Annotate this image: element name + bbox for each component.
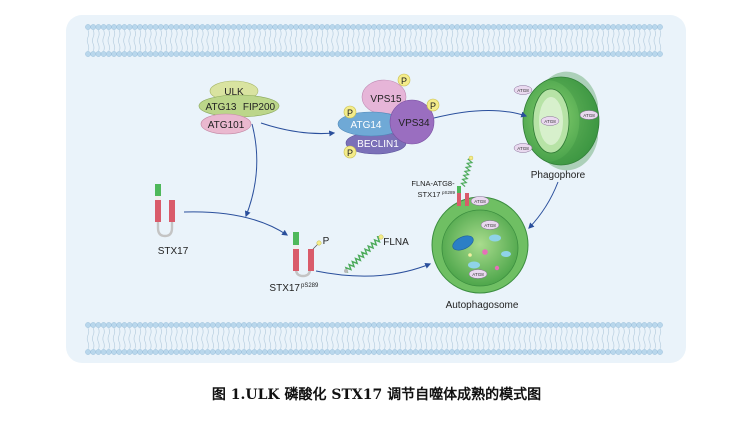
figure-caption: 图 1.ULK 磷酸化 STX17 调节自噬体成熟的模式图 [211, 387, 542, 403]
vps34-phospho-dot [426, 98, 440, 112]
stx17-loop [156, 205, 174, 238]
fip200-label: FIP200 [243, 102, 276, 113]
atg14-phospho-dot [343, 105, 357, 119]
stx17p-red-domain-right [308, 249, 314, 271]
stx17-red-domain-left [155, 200, 161, 222]
atg14-p-label: P [347, 108, 353, 118]
flna-atg8-stx17-complex: FLNA-ATG8- STX17 pS289 [411, 155, 474, 206]
stx17p-superscript: pS289 [301, 283, 319, 289]
atg8-marker [540, 116, 560, 126]
flna-label: FLNA [383, 237, 409, 248]
phagophore: ATG8 ATG8 ATG8 ATG8 Phagophore [513, 71, 600, 181]
autophagosome-cargo [452, 234, 511, 271]
vps15-p-label: P [401, 76, 407, 86]
bound-flna-filament [460, 157, 474, 188]
stx17p-loop [294, 255, 312, 278]
stx17p-green-domain [293, 232, 299, 245]
pathway-arrows [183, 110, 559, 277]
stx17-label: STX17 [158, 246, 189, 257]
phagophore-label: Phagophore [531, 170, 586, 181]
atg14-label: ATG14 [351, 120, 382, 131]
atg101-label: ATG101 [208, 120, 245, 131]
complex-label-line1: FLNA-ATG8- [411, 179, 455, 188]
stx17p-p-label: P [323, 236, 330, 247]
beclin1-label: BECLIN1 [357, 139, 399, 150]
stx17: STX17 [155, 184, 189, 257]
plasma-membrane-top [85, 24, 663, 57]
vps34-complex: P P P P VPS15 ATG14 VPS34 BECLIN1 [337, 73, 440, 159]
atg8-marker [579, 110, 599, 120]
vps34-p-label: P [430, 101, 436, 111]
flna-filament [344, 236, 382, 273]
atg8-label: ATG8 [517, 88, 529, 93]
complex-label-line2: STX17 [418, 190, 441, 199]
stx17-phosphorylated: P STX17 pS289 [269, 232, 330, 294]
atg8-marker [513, 143, 533, 153]
protein-cargo [494, 265, 500, 271]
vesicle-cargo [468, 261, 480, 269]
complex-label-superscript: pS289 [442, 190, 456, 195]
atg8-marker [480, 220, 500, 230]
stx17p-label: STX17 [269, 283, 300, 294]
atg8-label: ATG8 [474, 199, 486, 204]
stx17p-phospho-dot [316, 240, 322, 246]
atg101-oval [200, 113, 252, 135]
arrow-stx17p-to-autophagosome [315, 262, 432, 277]
atg8-label: ATG8 [517, 146, 529, 151]
beclin1-p-label: P [347, 148, 353, 158]
vesicle-cargo [489, 234, 501, 242]
arrow-phagophore-to-autophagosome [528, 181, 559, 229]
flna-end-dot [344, 269, 348, 273]
arrow-stx17-phosphorylation [183, 211, 288, 236]
vps34-shape [389, 99, 435, 145]
atg8-marker [468, 269, 488, 279]
ulk-complex: ULK ATG13 FIP200 ATG101 [198, 80, 280, 135]
autophagosome-label: Autophagosome [446, 300, 519, 311]
atg8-label: ATG8 [484, 223, 496, 228]
atg8-marker [513, 85, 533, 95]
arrow-ulk-to-vps34 [260, 122, 336, 137]
autophagosome-lumen [441, 209, 519, 287]
atg13-label: ATG13 [206, 102, 237, 113]
flna-end-dot [378, 234, 384, 240]
mitochondrion-cargo [452, 235, 474, 251]
arrow-vps34-to-phagophore [433, 110, 528, 119]
bound-stx17-red-right [465, 193, 469, 206]
protein-cargo [468, 253, 472, 257]
autophagosome: ATG8 ATG8 ATG8 Autophagosome [431, 196, 529, 311]
atg8-marker [470, 196, 490, 206]
stx17p-red-domain-left [293, 249, 299, 271]
atg8-label: ATG8 [472, 272, 484, 277]
phagophore-cup-shadow [547, 71, 598, 171]
atg8-label: ATG8 [583, 113, 595, 118]
stx17-linker [155, 196, 161, 200]
bound-stx17-green [457, 186, 461, 193]
atg8-label: ATG8 [544, 119, 556, 124]
stx17p-linker [293, 245, 299, 249]
plasma-membrane-bottom [85, 322, 663, 355]
flna: FLNA [344, 234, 409, 273]
protein-cargo [482, 249, 488, 255]
beclin1-phospho-dot [343, 145, 357, 159]
vps15-phospho-dot [397, 73, 411, 87]
bound-stx17-red-left [457, 193, 461, 206]
stx17-green-domain [155, 184, 161, 196]
stx17-red-domain-right [169, 200, 175, 222]
bound-flna-end-dot [468, 155, 474, 161]
vesicle-cargo [501, 251, 511, 257]
vps34-label: VPS34 [398, 118, 430, 129]
phagophore-atg8-markers: ATG8 ATG8 ATG8 ATG8 [513, 85, 599, 153]
ulk-label: ULK [224, 87, 244, 98]
vps15-label: VPS15 [370, 94, 402, 105]
arrow-ulk-to-stx17 [244, 123, 258, 218]
